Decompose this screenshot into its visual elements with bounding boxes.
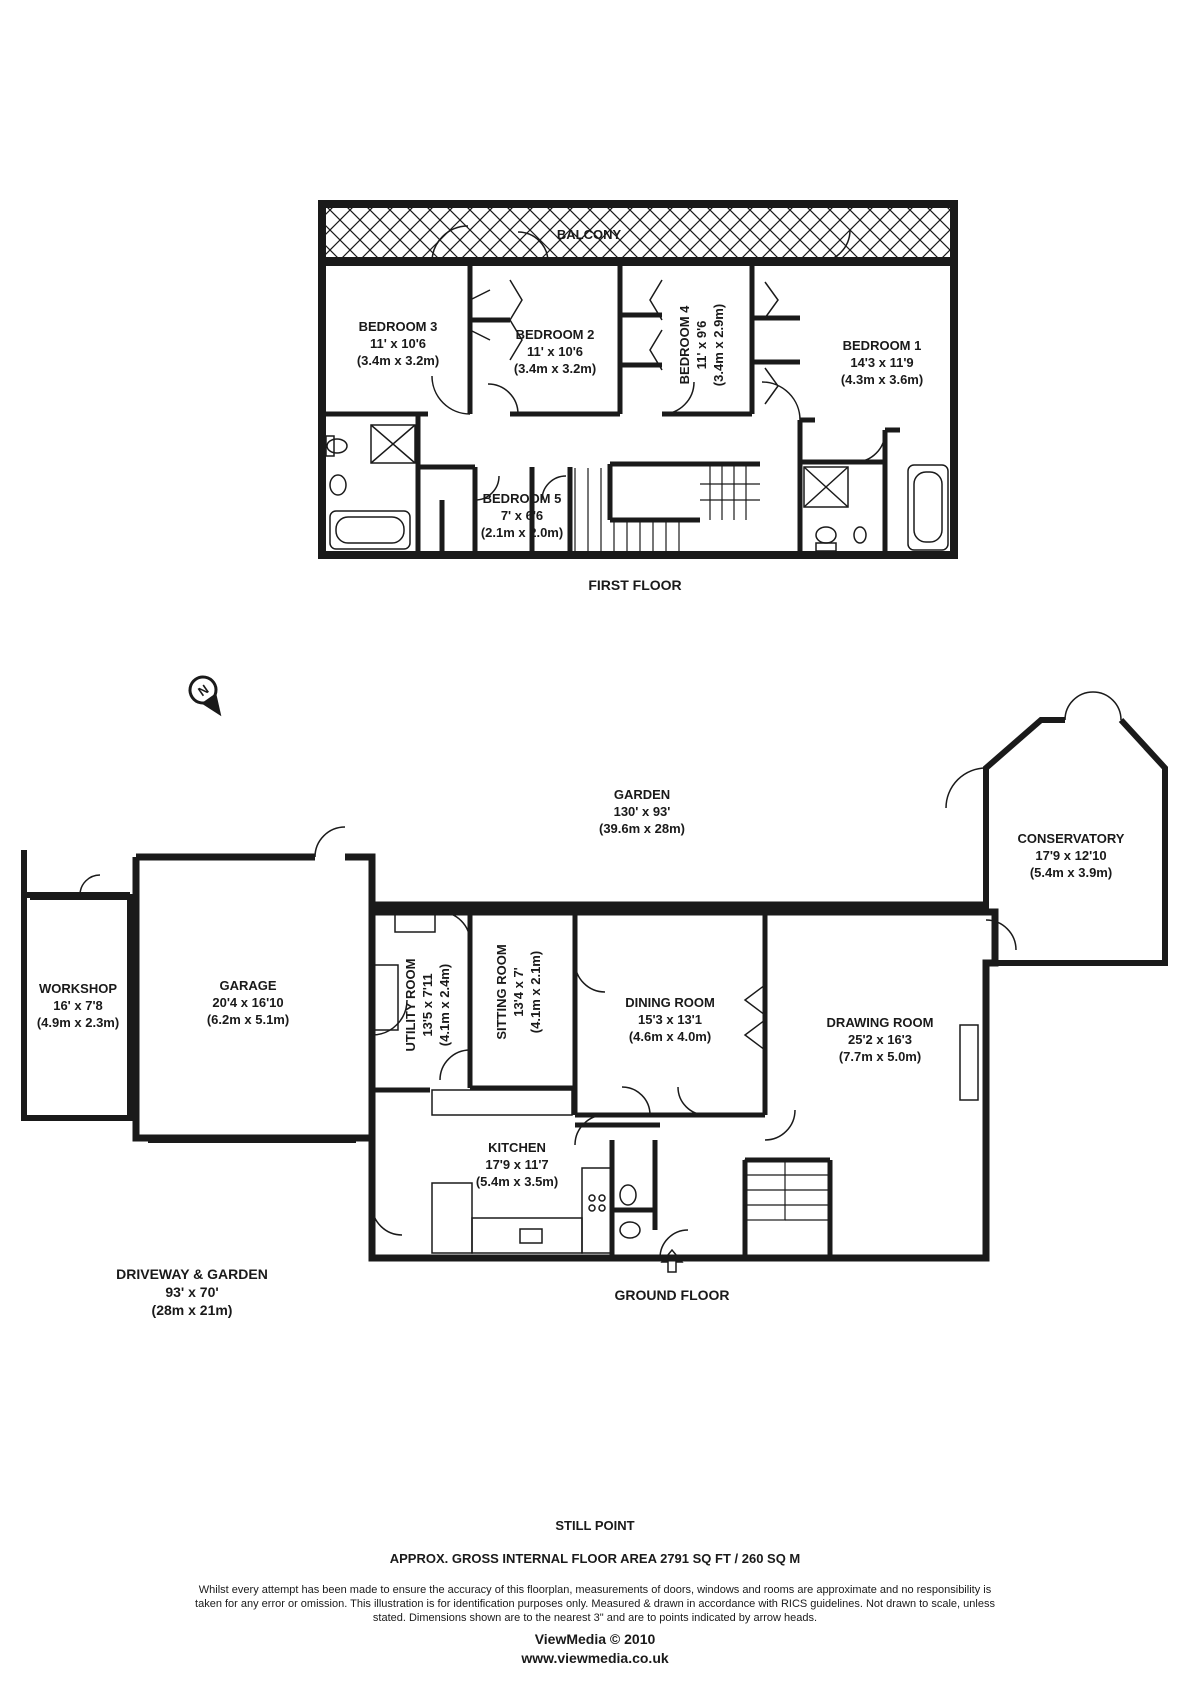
driveway-imperial: 93' x 70' xyxy=(165,1284,218,1300)
first-floor-plan xyxy=(318,200,958,559)
driveway-metric: (28m x 21m) xyxy=(152,1302,233,1318)
ground-floor-caption: GROUND FLOOR xyxy=(614,1287,729,1303)
bedroom-1-name: BEDROOM 1 xyxy=(843,338,922,353)
disclaimer-text: Whilst every attempt has been made to en… xyxy=(195,1584,995,1624)
garage-name: GARAGE xyxy=(219,978,276,993)
utility-room-metric: (4.1m x 2.4m) xyxy=(437,964,452,1046)
utility-room-imperial: 13'5 x 7'11 xyxy=(420,973,435,1036)
sitting-room-imperial: 13'4 x 7' xyxy=(511,967,526,1017)
sitting-room-name: SITTING ROOM xyxy=(494,944,509,1039)
conservatory-imperial: 17'9 x 12'10 xyxy=(1035,848,1106,863)
drawing-room-imperial: 25'2 x 16'3 xyxy=(848,1032,912,1047)
first-floor-labels: BALCONY BEDROOM 3 11' x 10'6 (3.4m x 3.2… xyxy=(357,227,923,593)
garage-metric: (6.2m x 5.1m) xyxy=(207,1012,289,1027)
bedroom-4-imperial: 11' x 9'6 xyxy=(694,321,709,370)
workshop-imperial: 16' x 7'8 xyxy=(53,998,103,1013)
kitchen-imperial: 17'9 x 11'7 xyxy=(485,1157,548,1172)
bedroom-4-metric: (3.4m x 2.9m) xyxy=(711,304,726,386)
workshop-metric: (4.9m x 2.3m) xyxy=(37,1015,119,1030)
sitting-room-label: SITTING ROOM 13'4 x 7' (4.1m x 2.1m) xyxy=(494,944,543,1039)
compass-icon: N xyxy=(188,675,222,717)
driveway-name: DRIVEWAY & GARDEN xyxy=(116,1266,268,1282)
bedroom-1-metric: (4.3m x 3.6m) xyxy=(841,372,923,387)
dining-room-imperial: 15'3 x 13'1 xyxy=(638,1012,702,1027)
garden-name: GARDEN xyxy=(614,787,670,802)
bedroom-2-name: BEDROOM 2 xyxy=(516,327,595,342)
utility-room-label: UTILITY ROOM 13'5 x 7'11 (4.1m x 2.4m) xyxy=(403,959,452,1052)
first-floor-bathroom-fixtures xyxy=(325,424,949,552)
drawing-room-name: DRAWING ROOM xyxy=(827,1015,934,1030)
compass-letter: N xyxy=(195,682,211,700)
ground-floor-plan xyxy=(21,691,1168,1262)
kitchen-name: KITCHEN xyxy=(488,1140,546,1155)
garden-imperial: 130' x 93' xyxy=(614,804,671,819)
bedroom-3-imperial: 11' x 10'6 xyxy=(370,336,426,351)
conservatory-name: CONSERVATORY xyxy=(1018,831,1125,846)
brand-url: www.viewmedia.co.uk xyxy=(521,1650,669,1666)
first-floor-caption: FIRST FLOOR xyxy=(588,577,681,593)
garden-metric: (39.6m x 28m) xyxy=(599,821,685,836)
workshop-name: WORKSHOP xyxy=(39,981,117,996)
utility-room-name: UTILITY ROOM xyxy=(403,959,418,1052)
bedroom-5-imperial: 7' x 6'6 xyxy=(501,508,543,523)
garage-imperial: 20'4 x 16'10 xyxy=(212,995,283,1010)
floor-area: APPROX. GROSS INTERNAL FLOOR AREA 2791 S… xyxy=(389,1551,801,1566)
sitting-room-metric: (4.1m x 2.1m) xyxy=(528,951,543,1033)
first-floor-doors xyxy=(431,225,886,501)
bedroom-5-metric: (2.1m x 2.0m) xyxy=(481,525,563,540)
drawing-room-metric: (7.7m x 5.0m) xyxy=(839,1049,921,1064)
brand-name: ViewMedia © 2010 xyxy=(534,1631,656,1647)
first-floor-interior-walls xyxy=(325,262,900,555)
bedroom-2-metric: (3.4m x 3.2m) xyxy=(514,361,596,376)
bedroom-3-name: BEDROOM 3 xyxy=(359,319,438,334)
bedroom-5-name: BEDROOM 5 xyxy=(483,491,562,506)
kitchen-metric: (5.4m x 3.5m) xyxy=(476,1174,558,1189)
bedroom-4-name: BEDROOM 4 xyxy=(677,305,692,385)
dining-room-metric: (4.6m x 4.0m) xyxy=(629,1029,711,1044)
dining-room-name: DINING ROOM xyxy=(625,995,715,1010)
first-floor-stairs xyxy=(574,464,760,555)
bedroom-1-imperial: 14'3 x 11'9 xyxy=(850,355,913,370)
bedroom-2-imperial: 11' x 10'6 xyxy=(527,344,583,359)
front-entrance-arrow-icon xyxy=(660,1248,684,1273)
ground-floor-labels: GARDEN 130' x 93' (39.6m x 28m) WORKSHOP… xyxy=(37,787,1125,1318)
balcony-area xyxy=(318,200,958,265)
first-floor-outer-wall xyxy=(318,258,958,559)
bedroom-4-label: BEDROOM 4 11' x 9'6 (3.4m x 2.9m) xyxy=(677,304,726,386)
conservatory-metric: (5.4m x 3.9m) xyxy=(1030,865,1112,880)
property-name: STILL POINT xyxy=(555,1518,635,1533)
balcony-label: BALCONY xyxy=(557,227,622,242)
bedroom-3-metric: (3.4m x 3.2m) xyxy=(357,353,439,368)
